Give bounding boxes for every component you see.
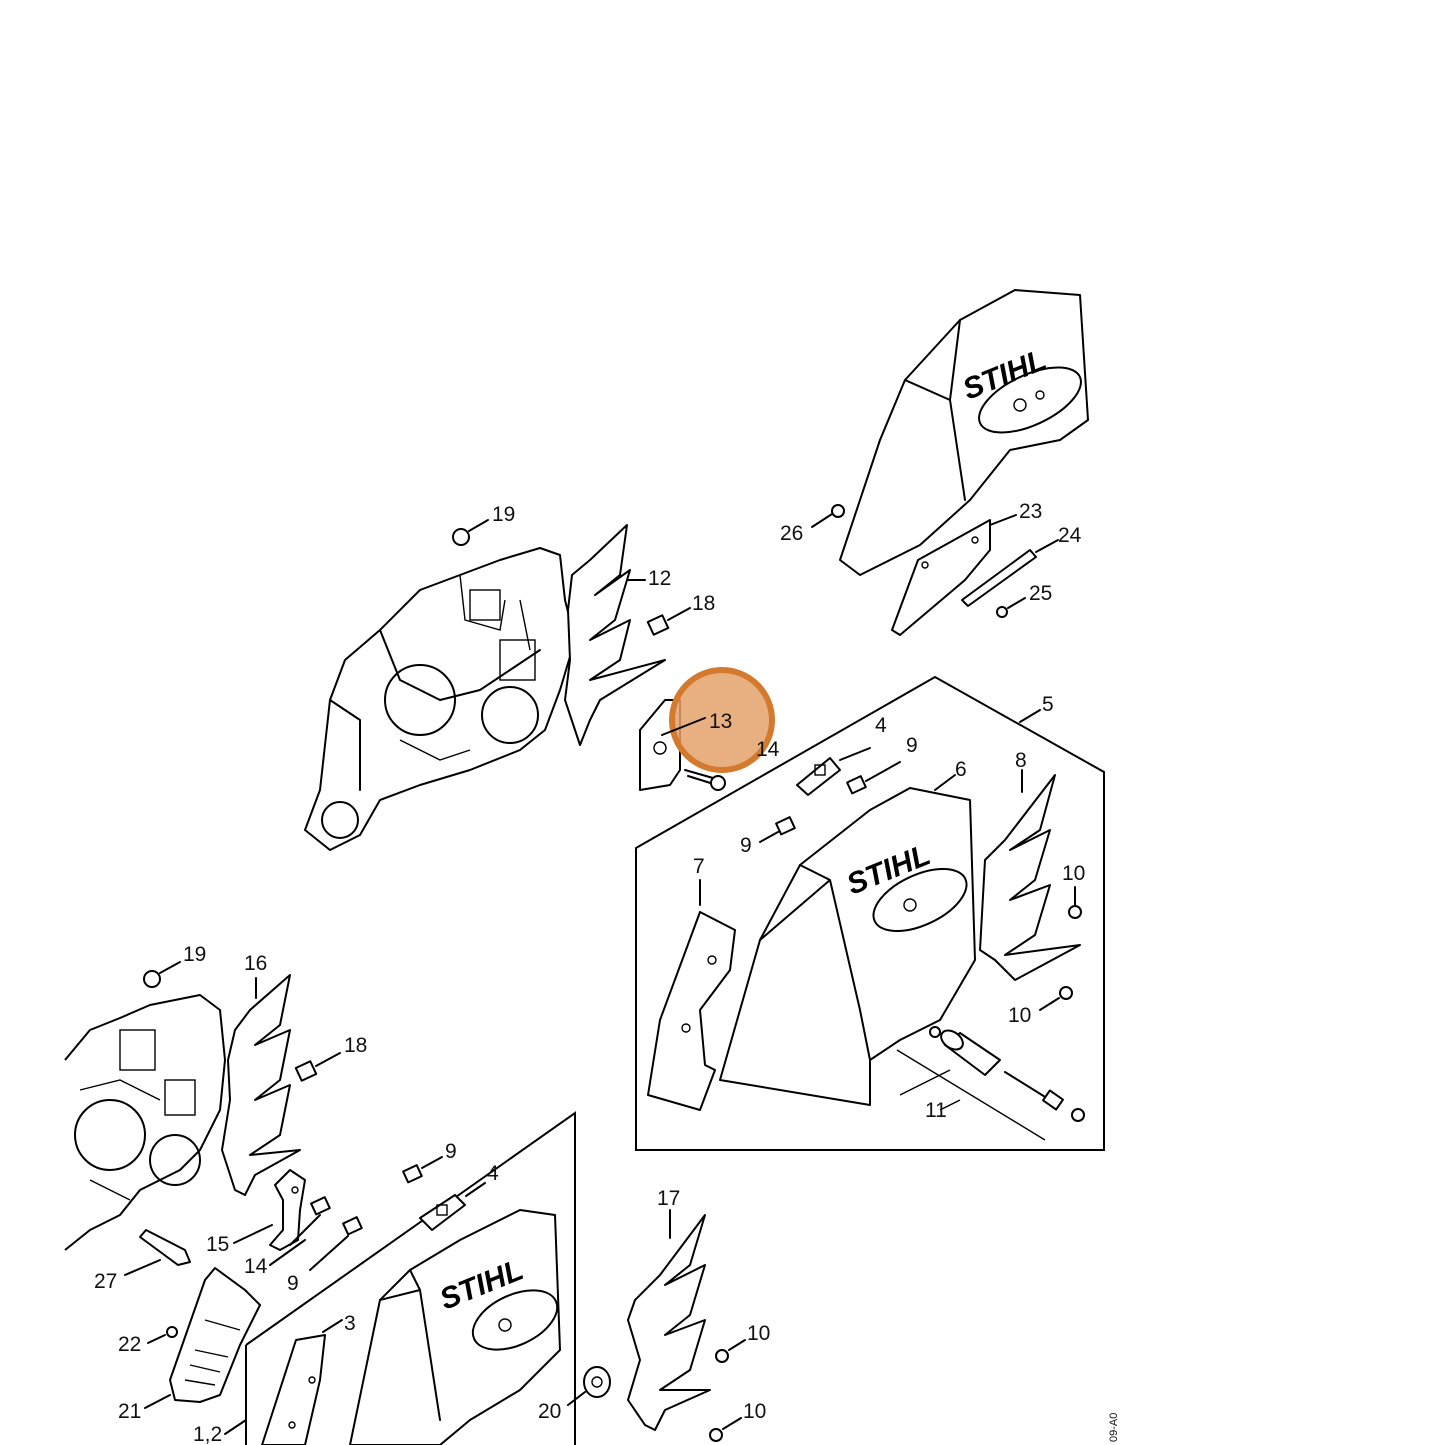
callout-10-lower-b: 10	[743, 1400, 766, 1423]
crankcase-upper	[304, 547, 576, 851]
leader-13	[661, 717, 706, 736]
screw-18-lower	[294, 1052, 341, 1082]
callout-18-lower: 18	[344, 1034, 367, 1057]
callout-14-lower: 14	[244, 1255, 268, 1278]
callout-24: 24	[1058, 524, 1082, 547]
callout-3: 3	[344, 1312, 356, 1335]
callout-13: 13	[709, 710, 732, 733]
chain-cover-6: STIHL	[719, 774, 976, 1106]
screw-14-lower	[289, 1196, 331, 1246]
callout-9-lower-a: 9	[445, 1140, 457, 1163]
callout-10-lower-a: 10	[747, 1322, 770, 1345]
plate-23	[891, 514, 1017, 636]
callout-11: 11	[925, 1099, 947, 1122]
callout-1-2: 1,2	[193, 1423, 222, 1445]
callout-22: 22	[118, 1333, 141, 1356]
callout-25: 25	[1029, 582, 1052, 605]
nut-20	[567, 1366, 611, 1406]
leader-1-2	[224, 1419, 247, 1435]
callout-4-lower: 4	[487, 1162, 499, 1185]
kit-box-5	[635, 675, 1105, 1151]
callout-14-upper: 14	[756, 738, 780, 761]
part-4-lower	[419, 1182, 486, 1231]
nut-10-lower-b	[709, 1417, 742, 1442]
chain-cover-lower: STIHL	[349, 1209, 561, 1445]
callout-20: 20	[538, 1400, 561, 1423]
screw-26	[811, 504, 845, 528]
diagram-code: 09-A0	[1108, 1413, 1120, 1442]
chain-cover-upper: STIHL	[839, 289, 1089, 576]
callout-4-upper: 4	[875, 714, 887, 737]
screw-9-lower-b	[309, 1216, 363, 1271]
part-4-upper	[796, 747, 871, 796]
callout-8: 8	[1015, 749, 1027, 772]
callout-9-lower-b: 9	[287, 1272, 299, 1295]
callout-9-box-top: 9	[906, 734, 918, 757]
callout-15: 15	[206, 1233, 229, 1256]
plate-24	[961, 539, 1059, 607]
part-21-handle	[144, 1267, 261, 1409]
screw-9-box-top	[846, 761, 901, 795]
nut-19-upper	[452, 519, 489, 546]
spike-plate-8	[979, 769, 1081, 981]
callout-9-box-mid: 9	[740, 834, 752, 857]
callout-7: 7	[693, 855, 705, 878]
leader-14-lower	[269, 1239, 306, 1266]
nut-10-lower-a	[715, 1339, 746, 1363]
guard-7	[647, 879, 736, 1111]
part-15-clip	[269, 1169, 306, 1251]
spike-plate-17	[627, 1209, 711, 1431]
screw-9-lower-a	[402, 1156, 443, 1184]
callout-10-box-a: 10	[1062, 862, 1085, 885]
guard-3	[261, 1319, 343, 1445]
callout-10-box-b: 10	[1008, 1004, 1031, 1027]
pin-27	[124, 1229, 191, 1276]
screw-9-box-mid	[759, 816, 796, 843]
callout-18-upper: 18	[692, 592, 715, 615]
part-14-spring	[684, 769, 726, 791]
highlight-ring-13	[669, 667, 775, 773]
callout-27: 27	[94, 1270, 117, 1293]
callout-19-upper: 19	[492, 503, 515, 526]
leader-15	[233, 1224, 273, 1244]
spike-plate-12	[564, 524, 666, 746]
screw-25	[996, 597, 1026, 618]
callout-19-lower: 19	[183, 943, 206, 966]
nut-10-box-b	[1039, 986, 1073, 1011]
nut-19-lower	[143, 961, 181, 988]
callout-26: 26	[780, 522, 803, 545]
callout-21: 21	[118, 1400, 141, 1423]
spike-plate-16	[221, 974, 301, 1196]
callout-12: 12	[648, 567, 671, 590]
kit-box-1-2	[245, 1111, 576, 1445]
callout-6: 6	[955, 758, 967, 781]
callout-5: 5	[1042, 693, 1054, 716]
callout-17: 17	[657, 1187, 680, 1210]
callout-23: 23	[1019, 500, 1042, 523]
nut-10-box-a	[1068, 886, 1082, 919]
tension-assembly-11	[896, 1026, 1085, 1141]
crankcase-lower	[64, 994, 226, 1251]
screw-18-upper	[646, 607, 691, 636]
screw-22	[147, 1326, 178, 1344]
callout-16: 16	[244, 952, 267, 975]
